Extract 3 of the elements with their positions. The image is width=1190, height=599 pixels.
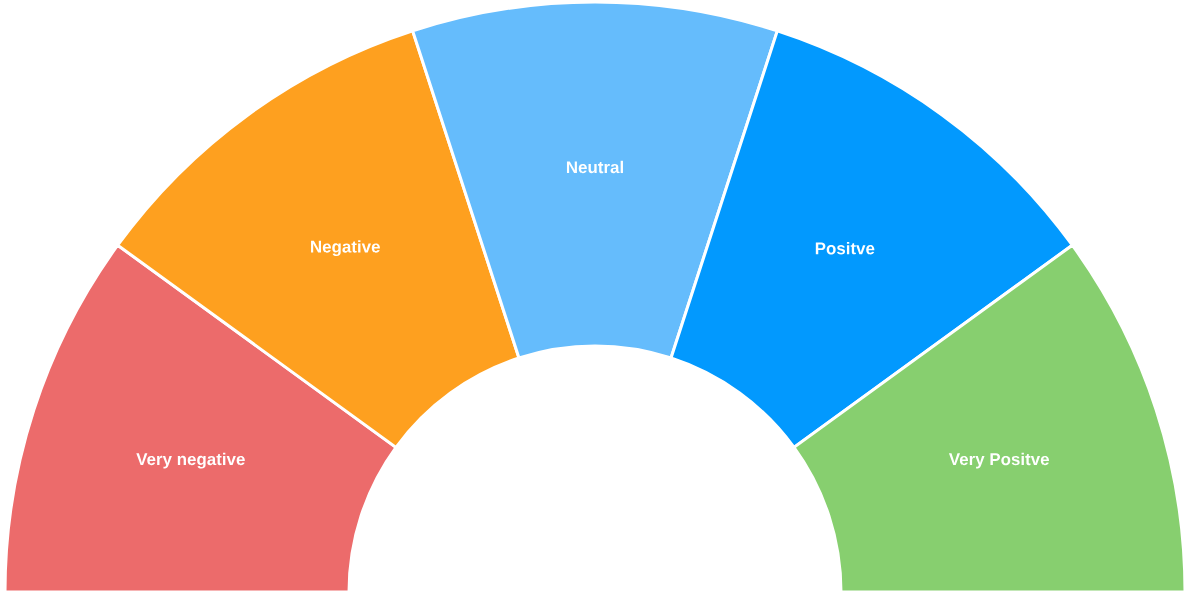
donut-segment: Positve <box>669 29 1074 449</box>
donut-segment: Negative <box>116 29 521 449</box>
donut-segment: Neutral <box>411 0 779 360</box>
